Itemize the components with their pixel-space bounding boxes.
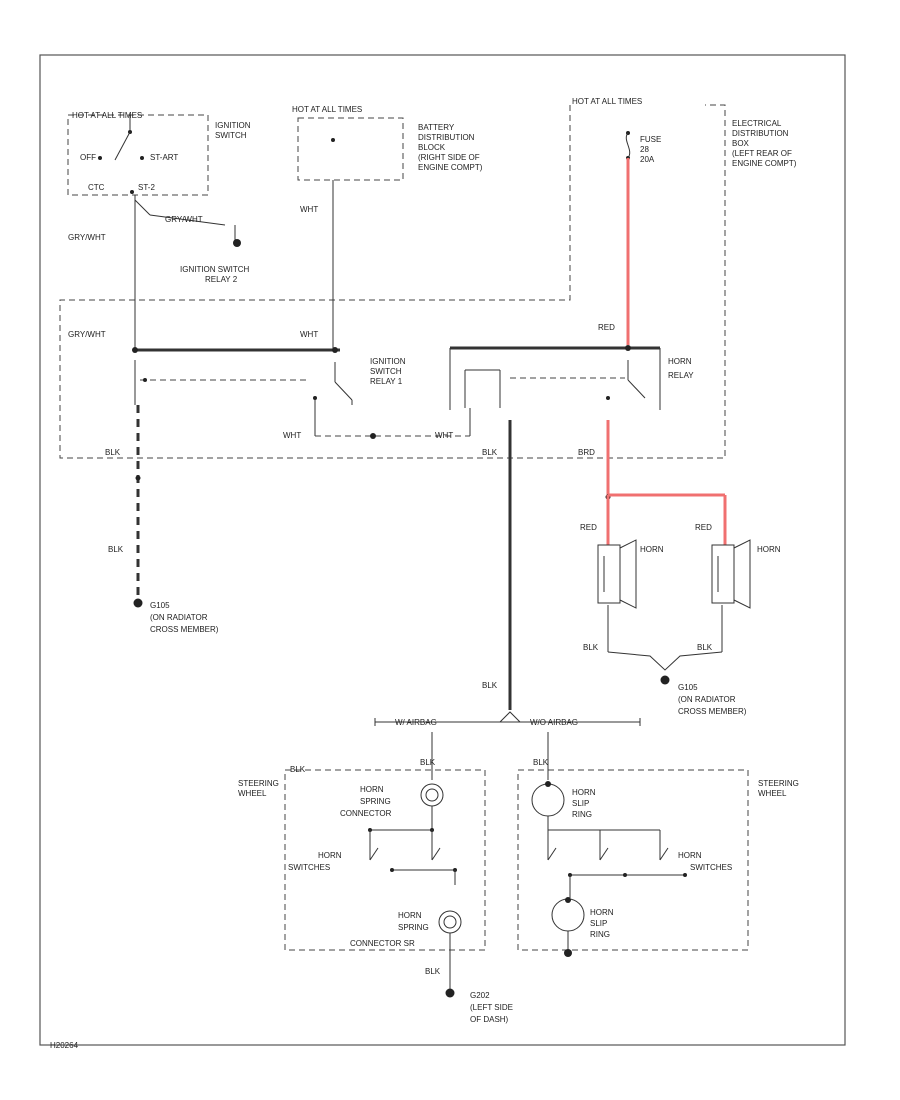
blk-6-label: BLK (482, 681, 498, 690)
horn-relay-contact (627, 379, 646, 399)
horn-relay-label: HORN RELAY (668, 357, 694, 380)
battery-distribution-block (297, 117, 404, 181)
st-run-label: ST-ART (150, 153, 178, 162)
wht-3-label: WHT (283, 431, 301, 440)
electrical-box-label: ELECTRICAL DISTRIBUTION BOX (LEFT REAR O… (732, 119, 797, 168)
relay2-label: IGNITION SWITCH RELAY 2 (180, 265, 252, 284)
grywht-1-label: GRY/WHT (68, 233, 106, 242)
grywht-2-label: GRY/WHT (165, 215, 203, 224)
relay1-contact (334, 381, 353, 401)
blk-5-label: BLK (697, 643, 713, 652)
relay2-ground (233, 239, 241, 247)
ignition-switch-label: IGNITION SWITCH (215, 121, 253, 140)
steering-wheel-right-box (517, 769, 749, 951)
slip-ring-bottom-label: HORN SLIP RING (590, 908, 616, 939)
blk-1-label: BLK (105, 448, 121, 457)
ground-g105-right (660, 675, 670, 685)
ground-bottom-label: G202 (LEFT SIDE OF DASH) (470, 991, 515, 1024)
wht-2-label: WHT (300, 330, 318, 339)
blk-7b-label: BLK (533, 758, 549, 767)
red-3-label: RED (695, 523, 712, 532)
electrical-distribution-box (59, 104, 726, 459)
diagram-frame (39, 54, 846, 1046)
blk-9-label: BLK (425, 967, 441, 976)
diagram-code: H20264 (50, 1041, 79, 1050)
eb-hot-label: HOT AT ALL TIMES (572, 97, 642, 106)
horn-slip-ring-top (531, 783, 565, 817)
red-2-label: RED (580, 523, 597, 532)
spring-conn-label: HORN SPRING CONNECTOR (340, 785, 393, 818)
battery-block-label: BATTERY DISTRIBUTION BLOCK (RIGHT SIDE O… (418, 123, 483, 172)
w-airbag-label: W/ AIRBAG (395, 718, 437, 727)
horn-spring-connector (420, 783, 444, 807)
blk-8-label: BLK (290, 765, 306, 774)
blk-2-label: BLK (482, 448, 498, 457)
ignition-switch-contact (114, 131, 131, 161)
ground-g105-left (133, 598, 143, 608)
horn-spring-connector-2 (438, 910, 462, 934)
ignition-switch-box (67, 114, 209, 196)
horn-switches-left-label: HORN SWITCHES (288, 851, 344, 872)
horn-2-label: HORN (757, 545, 781, 554)
fuse-label: FUSE 28 20A (640, 135, 664, 164)
horn-1 (597, 539, 637, 609)
blk-3-label: BLK (108, 545, 124, 554)
blk-4-label: BLK (583, 643, 599, 652)
horn-1-label: HORN (640, 545, 664, 554)
connector-sr-label: CONNECTOR SR (350, 939, 415, 948)
ignition-hot-label: HOT AT ALL TIMES (72, 111, 142, 120)
brd-label: BRD (578, 448, 595, 457)
battery-hot-label: HOT AT ALL TIMES (292, 105, 362, 114)
blk-7-label: BLK (420, 758, 436, 767)
grywht-3-label: GRY/WHT (68, 330, 106, 339)
fuse-symbol (625, 132, 631, 159)
st2-label: ST-2 (138, 183, 155, 192)
horn-2 (711, 539, 751, 609)
relay1-label: IGNITION SWITCH RELAY 1 (370, 357, 408, 386)
ground-left-label: G105 (ON RADIATOR CROSS MEMBER) (150, 601, 219, 634)
red-1-label: RED (598, 323, 615, 332)
horn-spring2-label: HORN SPRING (398, 911, 429, 932)
ground-right-label: G105 (ON RADIATOR CROSS MEMBER) (678, 683, 747, 716)
ground-g202 (445, 988, 455, 998)
steering-right-label: STEERING WHEEL (758, 779, 801, 798)
horn-slip-ring-bottom (551, 898, 585, 932)
wht-4-label: WHT (435, 431, 453, 440)
wht-1-label: WHT (300, 205, 318, 214)
slip-ring-top-label: HORN SLIP RING (572, 788, 598, 819)
ctc-label: CTC (88, 183, 105, 192)
steering-left-label: STEERING WHEEL (238, 779, 281, 798)
horn-switches-right-label: HORN SWITCHES (678, 851, 732, 872)
wo-airbag-label: W/O AIRBAG (530, 718, 578, 727)
off-label: OFF (80, 153, 96, 162)
steering-wheel-left-box (284, 769, 486, 951)
